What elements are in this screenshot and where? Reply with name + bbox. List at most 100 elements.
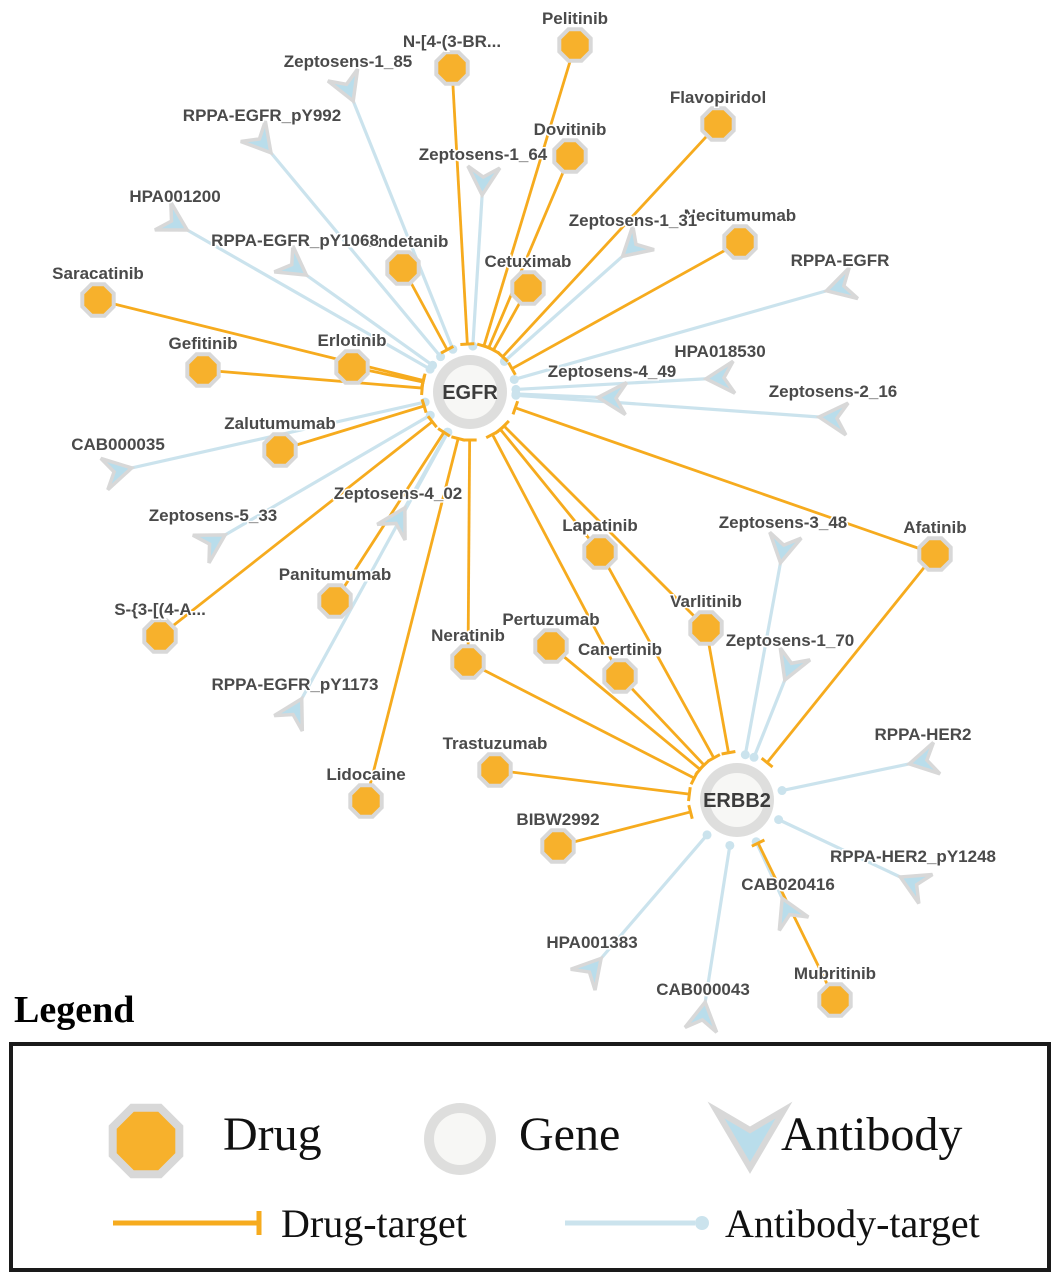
antibody-label: Zeptosens-1_64	[419, 145, 548, 164]
drug-target-edge	[491, 433, 622, 677]
drug-target-edge-tee	[721, 750, 736, 756]
legend-box: Drug Gene Antibody Drug-target Antibody-…	[9, 1042, 1051, 1272]
antibody-target-edge-cap	[740, 750, 750, 760]
antibody-target-edge-cap	[436, 352, 446, 362]
legend-title: Legend	[14, 989, 135, 1031]
drug-node	[434, 50, 470, 86]
drug-target-edge	[598, 551, 716, 759]
drug-target-edge-tee	[420, 398, 428, 414]
drug-node	[688, 610, 724, 646]
drug-target-edge	[487, 155, 572, 349]
gene-inner-shape	[434, 1113, 486, 1165]
antibody-target-edge	[590, 833, 709, 971]
antibody-label: HPA001200	[129, 187, 220, 206]
drug-target-edge-tee	[497, 419, 510, 432]
antibody-label: HPA018530	[674, 342, 765, 361]
antibody-chevron-shape	[707, 1101, 793, 1174]
gene-node-inner	[710, 773, 764, 827]
antibody-target-edge	[260, 140, 442, 358]
antibody-target-edge-icon	[565, 1216, 709, 1230]
drug-node	[533, 628, 569, 664]
drug-label: Afatinib	[903, 518, 966, 537]
drug-node	[510, 270, 546, 306]
antibody-node	[768, 531, 803, 567]
drug-node	[722, 224, 758, 260]
drug-target-edge-tee	[706, 753, 721, 763]
drug-target-edge	[499, 428, 602, 553]
drug-label: Trastuzumab	[443, 734, 548, 753]
antibody-target-edge	[346, 87, 455, 350]
drug-node	[450, 644, 486, 680]
antibody-target-edge-cap	[428, 360, 438, 370]
antibody-label: Zeptosens-1_31	[569, 211, 698, 230]
drug-label: Pertuzumab	[502, 610, 599, 629]
drug-target-edge	[467, 660, 695, 780]
drug-target-edge-tee	[751, 838, 766, 848]
antibody-label: HPA001383	[546, 933, 637, 952]
antibody-label: RPPA-HER2	[875, 725, 972, 744]
antibody-node	[815, 401, 850, 437]
antibody-target-edge	[513, 285, 841, 381]
antibody-node	[326, 68, 360, 105]
legend-gene-label: Gene	[519, 1108, 621, 1161]
drug-label: S-{3-[(4-A...	[114, 600, 206, 619]
antibody-target-edge	[515, 376, 721, 392]
antibody-node	[376, 504, 407, 541]
drug-node	[262, 432, 298, 468]
drug-target-edge	[557, 810, 691, 848]
antibody-label: RPPA-EGFR_pY1173	[212, 675, 379, 694]
antibody-target-edge-cap	[509, 374, 519, 384]
drug-target-edge	[159, 420, 434, 638]
antibody-label: Zeptosens-1_70	[726, 631, 855, 650]
drug-label: Neratinib	[431, 626, 505, 645]
gene-label: ERBB2	[703, 790, 771, 812]
drug-target-edge	[704, 627, 730, 754]
drug-node	[917, 536, 953, 572]
drug-node	[348, 783, 384, 819]
drug-node	[477, 752, 513, 788]
drug-node	[552, 138, 588, 174]
legend-drug-target-label: Drug-target	[281, 1201, 467, 1246]
drug-node	[557, 27, 593, 63]
drug-label: Dovitinib	[534, 120, 607, 139]
antibody-target-edge	[777, 818, 914, 885]
drug-node	[817, 982, 853, 1018]
drug-label: Erlotinib	[318, 331, 387, 350]
drug-target-edge	[550, 644, 701, 771]
antibody-node	[273, 245, 310, 278]
drug-target-edge	[756, 842, 837, 1001]
antibody-node	[823, 266, 860, 301]
antibody-target-edge-cap	[702, 830, 712, 840]
labels-layer: EGFRERBB2PelitinibN-[4-(3-BR...Dovitinib…	[51, 8, 998, 1001]
legend-antibody-label: Antibody	[781, 1108, 963, 1161]
drug-target-edge	[514, 406, 936, 556]
antibody-node	[702, 359, 737, 395]
drug-node	[142, 618, 178, 654]
drug-target-edge	[466, 439, 472, 663]
drug-target-edge	[494, 768, 690, 796]
drug-target-edge	[364, 438, 460, 802]
antibody-node-icon	[707, 1101, 793, 1174]
drug-target-edge	[511, 240, 741, 370]
legend-antibody-target-label: Antibody-target	[725, 1201, 980, 1246]
antibody-node	[683, 998, 719, 1034]
antibody-target-edge	[471, 180, 485, 347]
antibody-target-edge-cap	[774, 815, 784, 825]
drug-target-edge-tee	[687, 804, 694, 820]
antibody-node	[778, 647, 812, 684]
antibody-target-edge	[781, 759, 924, 793]
antibody-target-edge	[294, 265, 434, 367]
antibody-label: Zeptosens-2_16	[769, 382, 898, 401]
antibody-node	[154, 201, 191, 232]
antibody-node	[240, 120, 274, 156]
antibody-target-edge	[701, 845, 732, 1017]
antibody-node	[619, 225, 655, 259]
antibody-node	[99, 456, 136, 491]
drug-target-edge-tee	[420, 374, 426, 390]
antibody-node	[777, 895, 810, 932]
drug-target-edge-tee	[485, 429, 500, 440]
antibody-node	[273, 695, 305, 732]
antibody-target-edge	[212, 413, 432, 544]
